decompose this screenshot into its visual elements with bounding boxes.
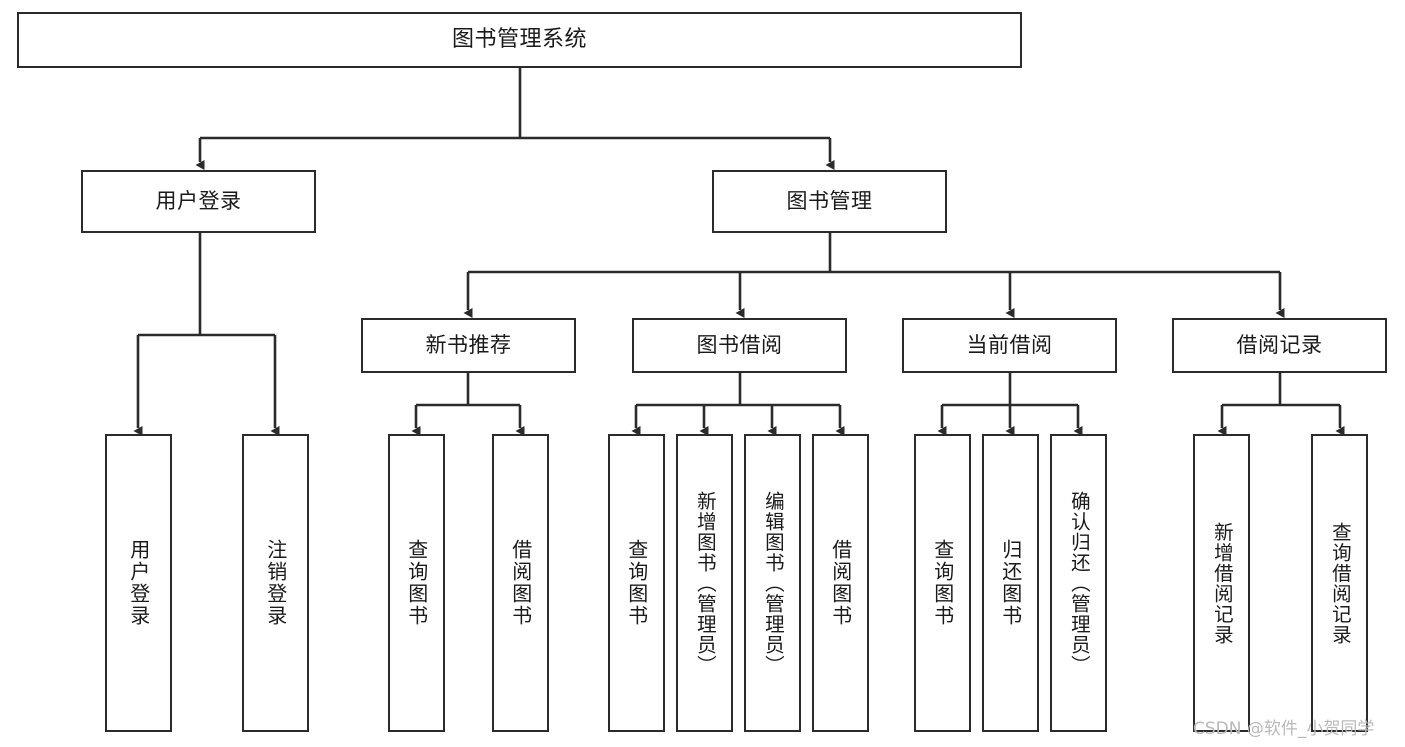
leaf-logout-login-label: 注销登录 bbox=[263, 539, 288, 627]
leaf-query-book-b[interactable]: 查询图书 bbox=[608, 434, 665, 732]
leaf-add-book-label: 新增图书（管理员） bbox=[693, 490, 717, 676]
leaf-add-borrow-record-label: 新增借阅记录 bbox=[1210, 521, 1234, 645]
leaf-return-book-label: 归还图书 bbox=[998, 539, 1023, 627]
node-borrow-record-label: 借阅记录 bbox=[1236, 333, 1323, 358]
leaf-add-borrow-record[interactable]: 新增借阅记录 bbox=[1193, 434, 1250, 732]
csdn-watermark: CSDN @软件_小贺同学 bbox=[1193, 719, 1375, 739]
node-user-login-label: 用户登录 bbox=[155, 189, 242, 214]
leaf-borrow-book-a-label: 借阅图书 bbox=[508, 539, 533, 627]
node-book-borrow-label: 图书借阅 bbox=[696, 333, 783, 358]
leaf-query-book-a-label: 查询图书 bbox=[404, 539, 429, 627]
node-root[interactable]: 图书管理系统 bbox=[17, 12, 1022, 68]
leaf-borrow-book-b[interactable]: 借阅图书 bbox=[812, 434, 869, 732]
node-user-login[interactable]: 用户登录 bbox=[81, 170, 316, 233]
leaf-confirm-return-label: 确认归还（管理员） bbox=[1067, 490, 1091, 676]
leaf-edit-book[interactable]: 编辑图书（管理员） bbox=[744, 434, 801, 732]
node-current-borrow[interactable]: 当前借阅 bbox=[902, 318, 1117, 373]
leaf-query-book-a[interactable]: 查询图书 bbox=[388, 434, 445, 732]
leaf-confirm-return[interactable]: 确认归还（管理员） bbox=[1050, 434, 1107, 732]
leaf-query-borrow-record-label: 查询借阅记录 bbox=[1328, 521, 1352, 645]
leaf-query-book-c-label: 查询图书 bbox=[930, 539, 955, 627]
node-book-manage-label: 图书管理 bbox=[786, 189, 873, 214]
leaf-add-book[interactable]: 新增图书（管理员） bbox=[676, 434, 733, 732]
node-root-label: 图书管理系统 bbox=[451, 27, 587, 53]
leaf-return-book[interactable]: 归还图书 bbox=[982, 434, 1039, 732]
leaf-borrow-book-b-label: 借阅图书 bbox=[828, 539, 853, 627]
node-current-borrow-label: 当前借阅 bbox=[966, 333, 1053, 358]
leaf-borrow-book-a[interactable]: 借阅图书 bbox=[492, 434, 549, 732]
leaf-query-borrow-record[interactable]: 查询借阅记录 bbox=[1311, 434, 1368, 732]
node-book-borrow[interactable]: 图书借阅 bbox=[632, 318, 847, 373]
leaf-query-book-c[interactable]: 查询图书 bbox=[914, 434, 971, 732]
node-new-book-recommend[interactable]: 新书推荐 bbox=[361, 318, 576, 373]
node-new-book-recommend-label: 新书推荐 bbox=[425, 333, 512, 358]
leaf-user-login[interactable]: 用户登录 bbox=[105, 434, 172, 732]
leaf-query-book-b-label: 查询图书 bbox=[624, 539, 649, 627]
leaf-logout-login[interactable]: 注销登录 bbox=[242, 434, 309, 732]
leaf-edit-book-label: 编辑图书（管理员） bbox=[761, 490, 785, 676]
node-book-manage[interactable]: 图书管理 bbox=[712, 170, 947, 233]
node-borrow-record[interactable]: 借阅记录 bbox=[1172, 318, 1387, 373]
leaf-user-login-label: 用户登录 bbox=[126, 539, 151, 627]
